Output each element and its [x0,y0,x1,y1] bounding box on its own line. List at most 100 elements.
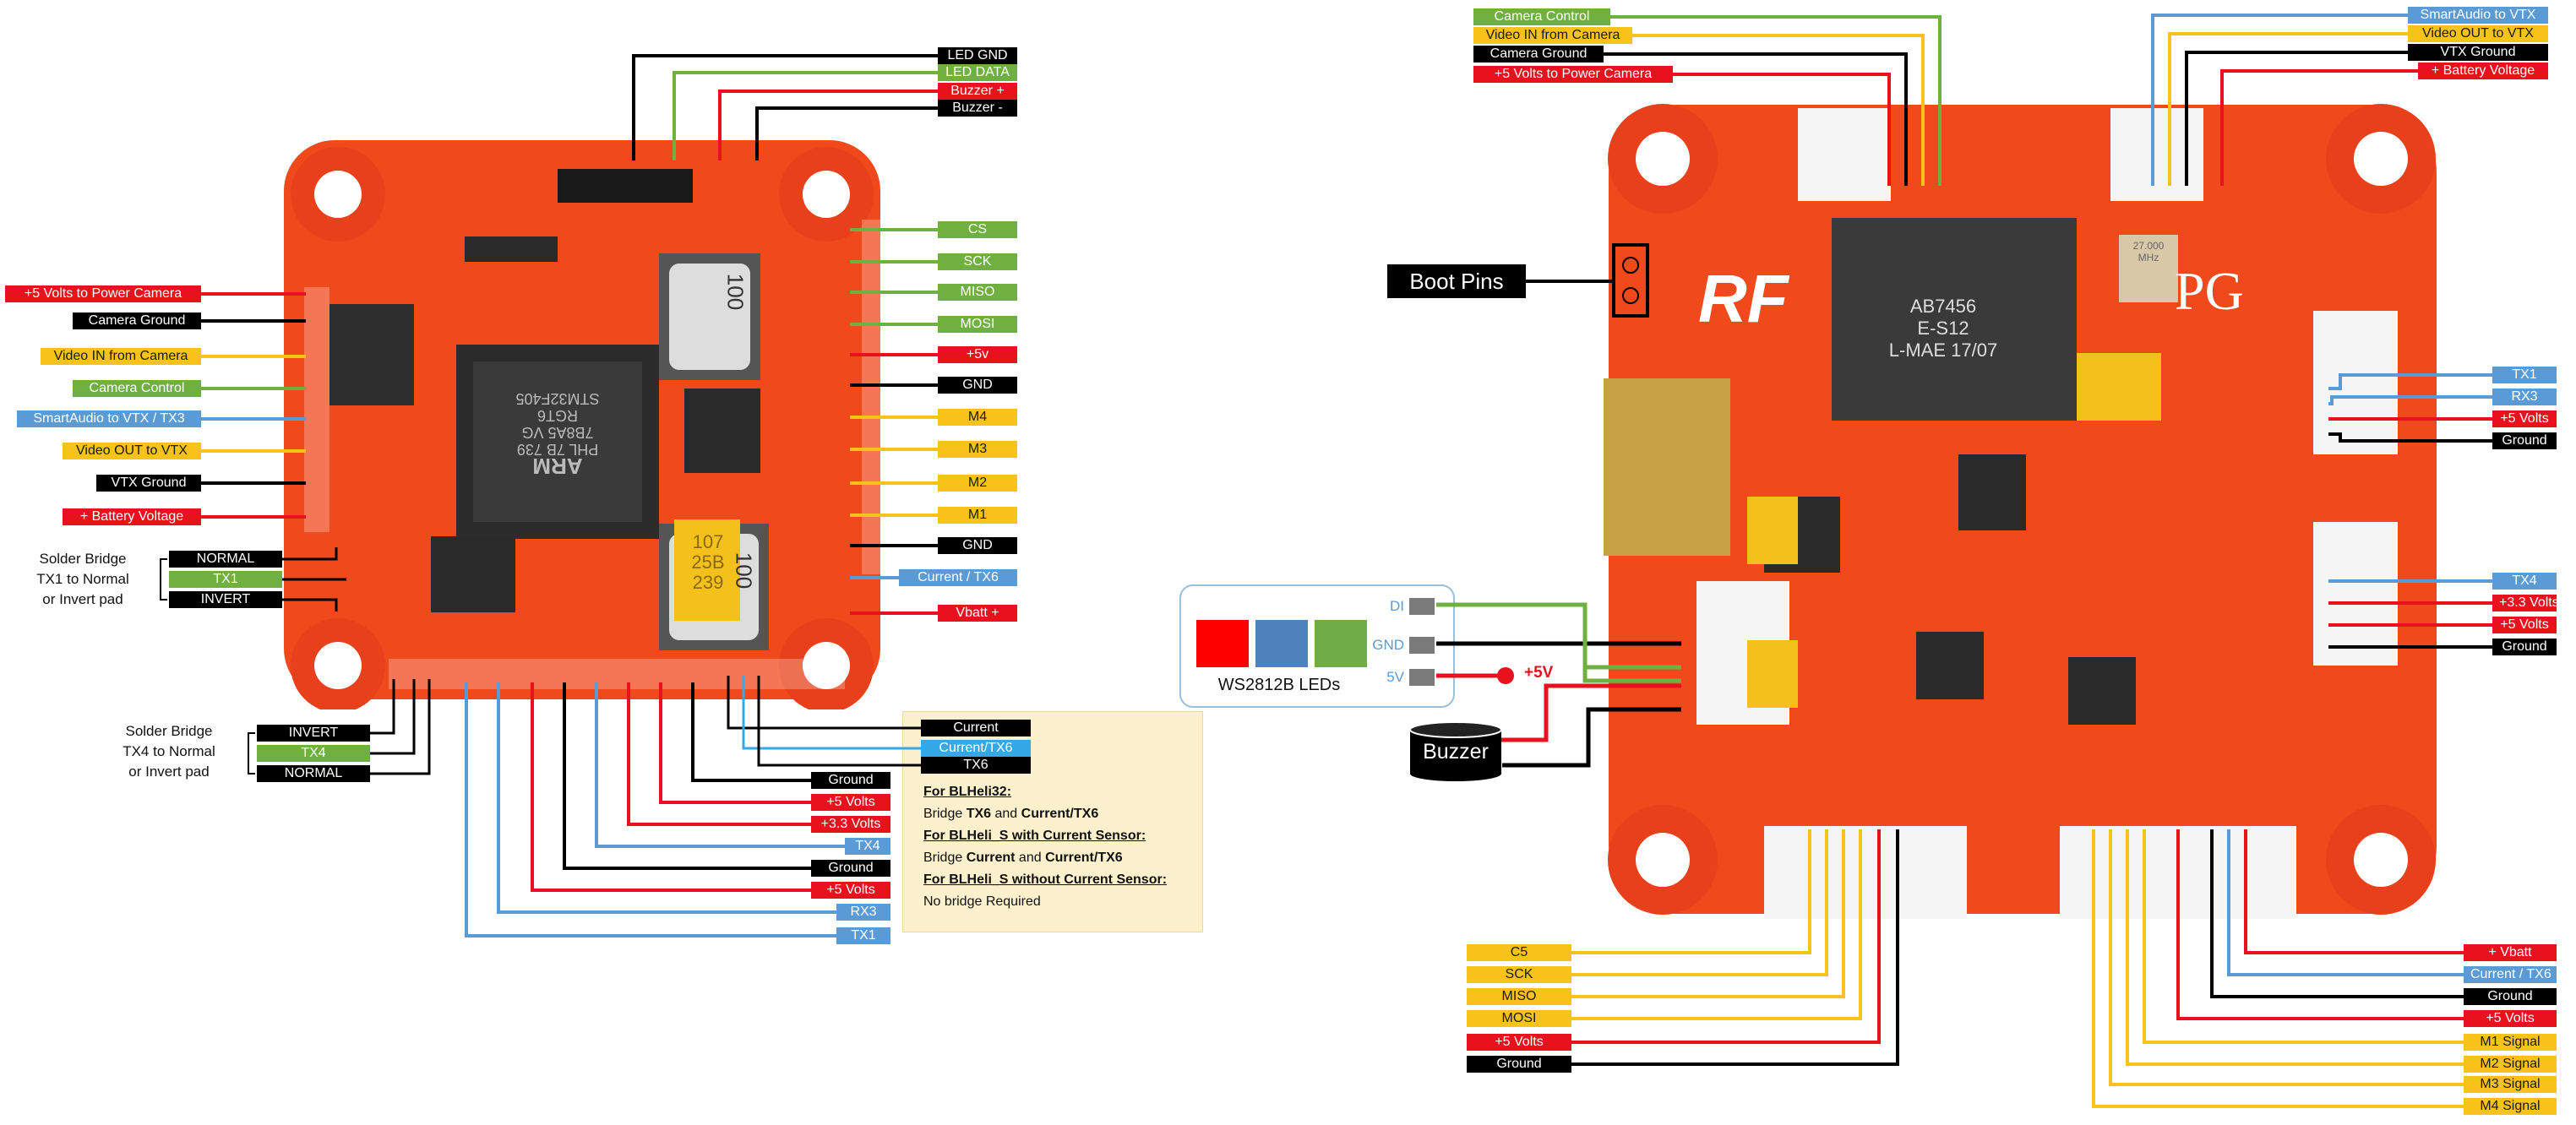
label-b-tx4: TX4 [845,838,890,855]
note-text-blheli-s-current: Bridge Current and Current/TX6 [923,851,1123,865]
label-rb-sck: SCK [1467,966,1571,983]
label-vbatt: Vbatt + [938,605,1017,622]
note-heading-blheli-s-no-current: For BLHeli_S without Current Sensor: [923,872,1168,887]
label-rb-vbatt: + Vbatt [2464,944,2557,961]
label-l-vbat: + Battery Voltage [63,508,201,525]
label-rt-vid-out: Video OUT to VTX [2408,25,2548,42]
rf-logo: RF [1698,261,1789,336]
solder-bridge-2-text: Solder Bridge TX4 to Normal or Invert pa… [123,723,215,780]
solder-bridge-1-text: Solder Bridge TX1 to Normal or Invert pa… [36,551,129,607]
label-rb-m2: M2 Signal [2464,1056,2557,1073]
label-sb2-invert: INVERT [257,725,370,742]
label-rr-33v: +3.3 Volts [2492,595,2559,611]
note-text-blheli32: Bridge TX6 and Current/TX6 [923,807,1099,821]
label-rb-m4: M4 Signal [2464,1098,2557,1115]
left-flight-controller-board [284,140,880,709]
label-rt-smartaudio: SmartAudio to VTX [2408,7,2548,24]
label-l-vtx-gnd: VTX Ground [96,475,201,492]
led-pin-5v: 5V [1386,669,1404,685]
wire-b-ground2 [563,682,811,870]
label-rb-mosi: MOSI [1467,1010,1571,1027]
label-current-tx6: Current / TX6 [899,569,1017,586]
led-pin-gnd: GND [1372,637,1404,653]
label-sb1-tx1: TX1 [169,571,282,588]
led-red [1196,620,1249,667]
label-rb-ground: Ground [2464,988,2557,1005]
mcu-brand: ARM [532,454,583,479]
tantalum-capacitor-text: 107 25B 239 [691,531,725,593]
label-led-gnd: LED GND [938,47,1017,64]
label-rt-vid-in: Video IN from Camera [1473,27,1632,44]
label-buzzer-minus: Buzzer - [938,100,1017,117]
mcu-line-4: PHL 7B 739 [516,441,599,458]
label-sb1-invert: INVERT [169,591,282,608]
buzzer-label: Buzzer [1423,740,1489,764]
label-rt-cam-gnd: Camera Ground [1473,46,1604,62]
label-rb-m1: M1 Signal [2464,1034,2557,1051]
label-br-current-tx6: Current/TX6 [921,740,1031,757]
label-sb2-normal: NORMAL [257,765,370,782]
led-pin-gnd-pad [1409,637,1435,654]
label-rb-m3: M3 Signal [2464,1076,2557,1093]
brace-sb2 [248,732,255,774]
label-rr-gnd2: Ground [2492,639,2557,655]
inductor-2-text: 100 [731,552,757,590]
label-m2: M2 [938,475,1017,492]
right-flight-controller-board [1604,104,2437,919]
brace-sb1 [160,558,167,601]
label-gnd-2: GND [938,537,1017,554]
note-heading-blheli32: For BLHeli32: [923,785,1012,799]
wire-b-rx3 [497,682,836,914]
label-rr-tx1: TX1 [2492,367,2557,383]
osd-chip-text: AB7456 E-S12 L-MAE 17/07 [1888,296,1998,361]
led-pin-5v-pad [1409,669,1435,686]
mcu-line-1: STM32F405 [515,390,600,407]
label-led-data: LED DATA [938,64,1017,81]
led-title: WS2812B LEDs [1217,676,1341,694]
inductor-1-text: 100 [722,273,749,311]
label-rb-5v: +5 Volts [1467,1034,1571,1051]
label-rt-vtx-gnd: VTX Ground [2408,44,2548,61]
mcu-line-3: 7B8A5 VG [521,424,594,441]
label-l-smartaudio: SmartAudio to VTX / TX3 [17,410,201,427]
label-m4: M4 [938,409,1017,426]
mcu-line-2: RGT6 [537,407,579,424]
label-rr-rx3: RX3 [2492,389,2557,405]
label-b-rx3: RX3 [836,904,890,921]
label-sck: SCK [938,253,1017,270]
crystal-text: 27.000 MHz [2132,240,2165,264]
label-l-cam-gnd: Camera Ground [73,312,201,329]
label-5v: +5v [938,346,1017,363]
label-buzzer-plus: Buzzer + [938,83,1017,100]
label-rt-cam-ctrl: Camera Control [1473,8,1610,25]
led-pin-di-pad [1409,598,1435,615]
label-mosi: MOSI [938,316,1017,333]
label-b-5v-2: +5 Volts [811,882,890,899]
label-rr-gnd: Ground [2492,432,2557,449]
label-b-tx1: TX1 [836,927,890,944]
label-l-cam-ctrl: Camera Control [73,380,201,397]
label-miso: MISO [938,284,1017,301]
label-l-5v-cam: +5 Volts to Power Camera [5,285,201,302]
label-l-vid-out: Video OUT to VTX [63,443,201,459]
mcu-chip-text: ARM PHL 7B 739 7B8A5 VG RGT6 STM32F405 [490,390,625,479]
pg-logo: PG [2175,261,2244,321]
label-b-5v-1: +5 Volts [811,794,890,811]
label-b-ground-2: Ground [811,860,890,877]
label-rb-5v2: +5 Volts [2464,1010,2557,1027]
label-m3: M3 [938,441,1017,458]
boot-pins-label: Boot Pins [1387,264,1526,298]
label-sb1-normal: NORMAL [169,551,282,568]
label-m1: M1 [938,507,1017,524]
wire-b-5v2 [531,682,811,892]
led-blue [1255,620,1308,667]
label-rb-miso: MISO [1467,988,1571,1005]
led-pin-di: DI [1390,598,1404,614]
label-b-33v: +3.3 Volts [811,816,890,833]
wire-b-tx1 [465,682,836,938]
label-rt-vbat: + Battery Voltage [2418,62,2548,79]
label-rr-tx4: TX4 [2492,573,2557,590]
label-sb2-tx4: TX4 [257,745,370,762]
label-rr-5v2: +5 Volts [2492,617,2557,633]
